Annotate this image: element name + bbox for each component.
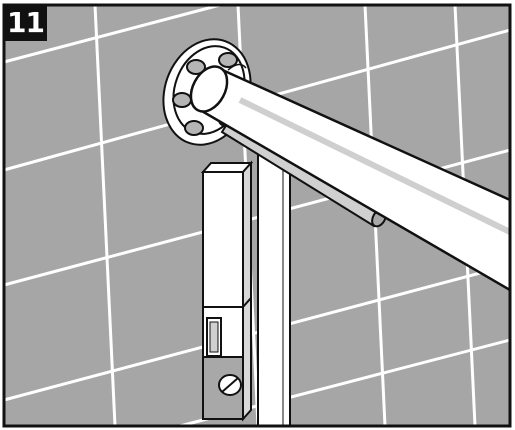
glass-clamp-bracket bbox=[200, 160, 254, 422]
step-number-badge: 11 bbox=[4, 5, 47, 41]
panel-border bbox=[2, 3, 512, 428]
towel-rod bbox=[189, 63, 512, 293]
glass-panel bbox=[257, 154, 291, 427]
